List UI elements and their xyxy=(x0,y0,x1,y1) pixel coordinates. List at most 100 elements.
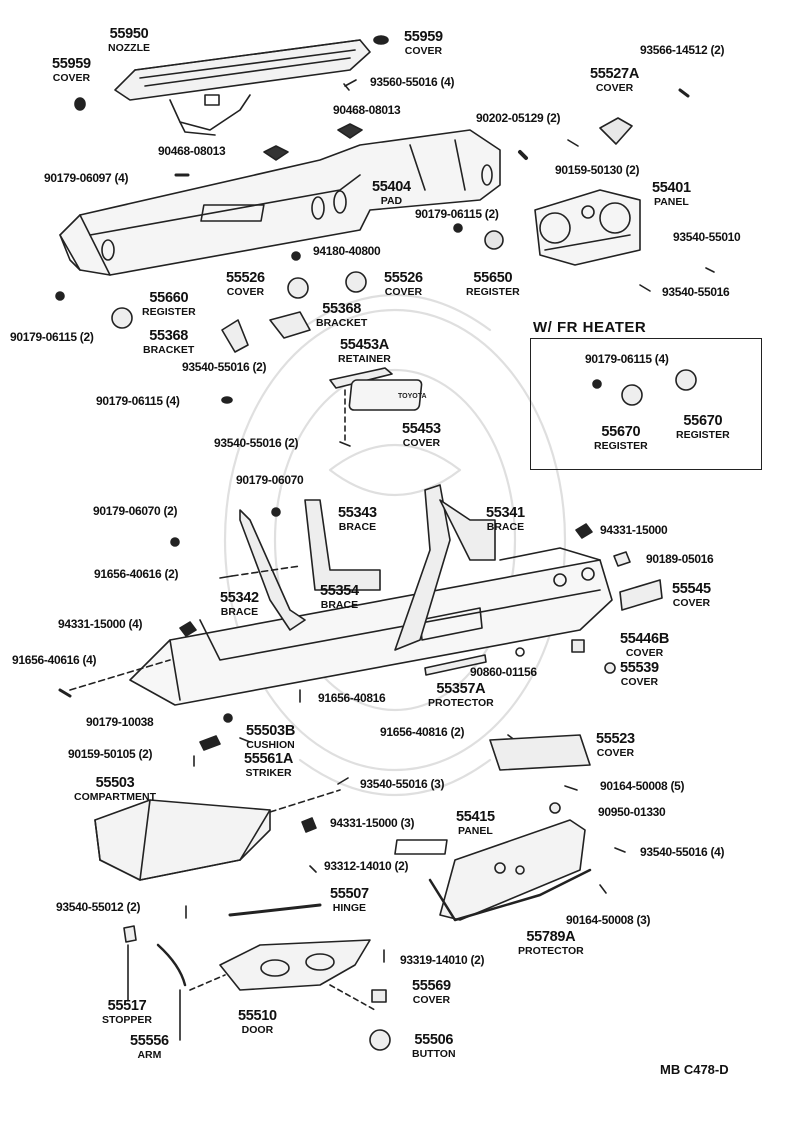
part-number: 55415 xyxy=(456,809,495,825)
register-55660-part xyxy=(111,307,133,329)
screw-93540-part-b xyxy=(639,284,651,292)
part-caption: BRACE xyxy=(320,598,359,611)
part-number: 55650 xyxy=(473,270,513,286)
part-caption: PAD xyxy=(380,194,403,207)
cover-55526-part-a xyxy=(287,277,309,299)
callout-c90159a: 90159-50130 (2) xyxy=(555,163,640,177)
button-55506-part xyxy=(369,1029,391,1051)
part-caption: BRACKET xyxy=(143,343,195,356)
badge-text-toyota: TOYOTA xyxy=(398,393,427,400)
part-caption: HINGE xyxy=(332,901,367,914)
cover-55959-part-b xyxy=(74,97,86,111)
part-number: 55569 xyxy=(412,978,451,994)
cover-55446B-part xyxy=(571,639,585,653)
nut-94180-part xyxy=(291,251,301,261)
part-number: 55404 xyxy=(372,179,411,195)
cover-55959-part-a xyxy=(373,35,389,45)
nut-94331-part-b xyxy=(179,621,197,637)
callout-c93319: 93319-14010 (2) xyxy=(400,953,485,967)
nut-90179-part-f xyxy=(223,713,233,723)
part-caption: PROTECTOR xyxy=(518,944,584,957)
part-caption: BRACE xyxy=(338,520,377,533)
callout-c93540d: 93540-55016 (2) xyxy=(214,436,299,450)
fr-heater-box xyxy=(530,338,762,470)
screw-91656-part xyxy=(219,575,233,579)
part-number: 55368 xyxy=(149,328,189,344)
part-caption: COVER xyxy=(52,71,91,84)
screw-90164-part-b xyxy=(599,884,607,894)
nut-90179-part-e xyxy=(170,537,180,547)
part-caption: CUSHION xyxy=(246,738,295,751)
part-number: 55354 xyxy=(320,583,359,599)
cushion-55503B-part xyxy=(239,737,251,743)
brace-55341-part xyxy=(439,499,496,561)
part-number: 55660 xyxy=(149,290,189,306)
part-number: 55517 xyxy=(107,998,147,1014)
nut-90179-part-d xyxy=(271,507,281,517)
clip-90950-part xyxy=(549,802,561,814)
callout-c90179b: 90179-06115 (2) xyxy=(415,207,499,221)
nut-94331-part-c xyxy=(301,817,317,833)
callout-c91656c: 91656-40816 xyxy=(318,691,386,705)
part-number: 55539 xyxy=(620,660,659,676)
nut-90179-part-b xyxy=(55,291,65,301)
bracket-55368-part-b xyxy=(269,311,311,339)
nut-94331-part xyxy=(575,523,593,539)
callout-c90179g: 90179-06070 (2) xyxy=(93,504,178,518)
instrument-panel-frame-part xyxy=(129,547,613,706)
part-caption: BRACE xyxy=(220,605,259,618)
pad-55404-part xyxy=(59,129,501,276)
arm-55556-part xyxy=(156,943,187,987)
clip-90468-part xyxy=(337,123,363,139)
clip-90860-part xyxy=(515,647,525,657)
callout-c93540f: 93540-55016 (4) xyxy=(640,845,725,859)
callout-c90164b: 90164-50008 (3) xyxy=(566,913,651,927)
nozzle-55950-part xyxy=(114,39,371,136)
brace-55354-part xyxy=(394,484,451,651)
part-number: 55556 xyxy=(130,1033,169,1049)
stopper-55517-part xyxy=(123,925,137,943)
part-caption: PROTECTOR xyxy=(428,696,494,709)
callout-c90179d: 90179-06115 (4) xyxy=(96,394,180,408)
screw-90179-part-c xyxy=(221,396,233,404)
striker-55561A-part xyxy=(199,735,221,751)
part-caption: ARM xyxy=(137,1048,162,1061)
part-number: 55526 xyxy=(384,270,423,286)
part-caption: RETAINER xyxy=(338,352,391,365)
hinge-55507-part xyxy=(228,903,322,917)
part-caption: BRACE xyxy=(486,520,525,533)
callout-c90179e: 90179-06115 (4) xyxy=(585,352,669,366)
watermark-emblem xyxy=(223,294,567,796)
part-number: 55545 xyxy=(672,581,711,597)
part-number: 55503 xyxy=(95,775,135,791)
part-caption: COMPARTMENT xyxy=(74,790,157,803)
callout-c90164a: 90164-50008 (5) xyxy=(600,779,685,793)
part-caption: DOOR xyxy=(241,1023,274,1036)
callout-c90950: 90950-01330 xyxy=(598,805,666,819)
fr-heater-title: W/ FR HEATER xyxy=(533,319,647,336)
part-caption: COVER xyxy=(595,81,634,94)
part-number: 55670 xyxy=(683,413,723,429)
part-caption: STRIKER xyxy=(245,766,292,779)
callout-c93540b: 93540-55016 xyxy=(662,285,730,299)
part-number: 55523 xyxy=(596,731,635,747)
cover-55526-part-b xyxy=(345,271,367,293)
callout-c93540e: 93540-55016 (3) xyxy=(360,777,445,791)
callout-c91656a: 91656-40616 (2) xyxy=(94,567,179,581)
callout-c91656d: 91656-40816 (2) xyxy=(380,725,465,739)
screw-93540-part xyxy=(705,267,715,273)
